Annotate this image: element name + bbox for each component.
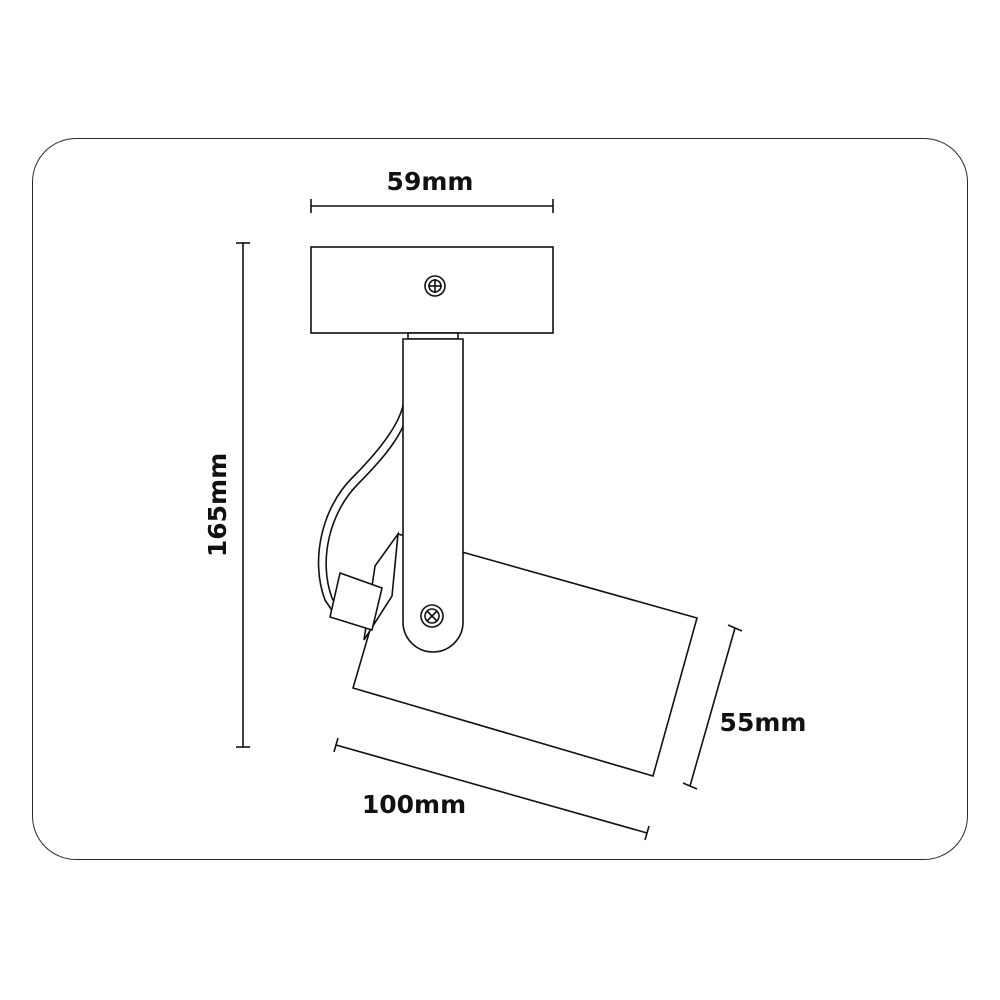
mounting-plate	[310, 246, 554, 334]
dimension-label-head-length: 100mm	[362, 790, 466, 819]
dimension-height: 165mm	[203, 242, 250, 748]
lamp-head	[329, 531, 698, 777]
dimension-label-head-diameter: 55mm	[720, 708, 807, 737]
plate-connector	[407, 332, 459, 340]
support-arm	[402, 338, 464, 653]
dimension-label-height: 165mm	[203, 453, 232, 557]
lamp-end-connector	[329, 571, 383, 632]
dimension-width-top: 59mm	[310, 167, 554, 213]
dimension-head-diameter: 55mm	[682, 624, 807, 790]
dimension-label-width-top: 59mm	[387, 167, 474, 196]
power-cable	[317, 396, 405, 613]
dimension-head-length: 100mm	[333, 737, 650, 841]
drawing-frame	[32, 138, 968, 860]
